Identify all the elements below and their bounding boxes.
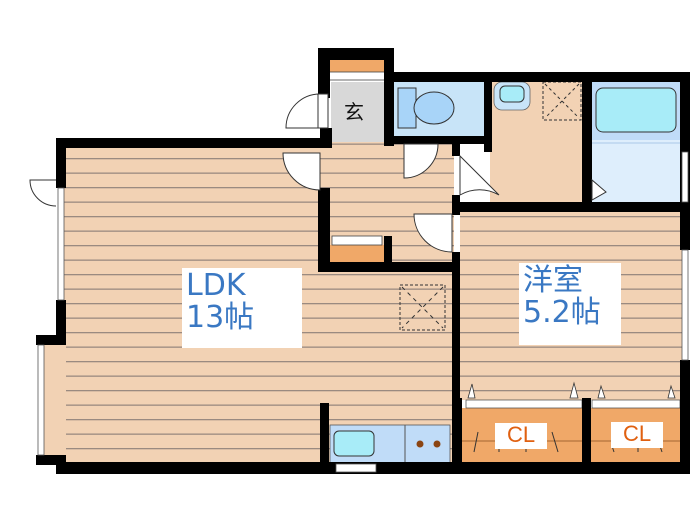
stove-burner — [433, 440, 441, 448]
western-room-label: 洋室 5.2帖 — [519, 263, 621, 345]
ldk-name: LDK — [186, 268, 246, 303]
entrance-door — [285, 93, 321, 129]
balcony-door — [29, 179, 57, 207]
shoe-cabinet — [329, 60, 385, 72]
kitchen-sink — [333, 430, 375, 457]
entrance-floor — [331, 82, 389, 142]
toilet-door — [403, 143, 439, 179]
entrance-label: 玄 — [344, 100, 364, 124]
window — [681, 249, 689, 361]
toilet-tank — [397, 87, 417, 129]
toilet-bowl — [413, 91, 455, 125]
western-room-door — [413, 213, 453, 253]
window — [37, 344, 45, 456]
western-room-size: 5.2帖 — [523, 294, 601, 330]
bathtub — [595, 87, 677, 133]
window — [335, 463, 377, 473]
western-room-name: 洋室 — [523, 263, 583, 298]
closet-1-label: CL — [495, 423, 547, 449]
ldk-size: 13帖 — [186, 299, 255, 335]
window — [57, 187, 65, 301]
closet-2-label: CL — [611, 422, 663, 448]
bath-door — [591, 178, 607, 201]
ldk-door — [282, 152, 321, 191]
stove-burner — [416, 440, 424, 448]
ldk-label: LDK 13帖 — [182, 268, 302, 348]
washroom-door — [459, 154, 500, 196]
window — [681, 151, 689, 203]
